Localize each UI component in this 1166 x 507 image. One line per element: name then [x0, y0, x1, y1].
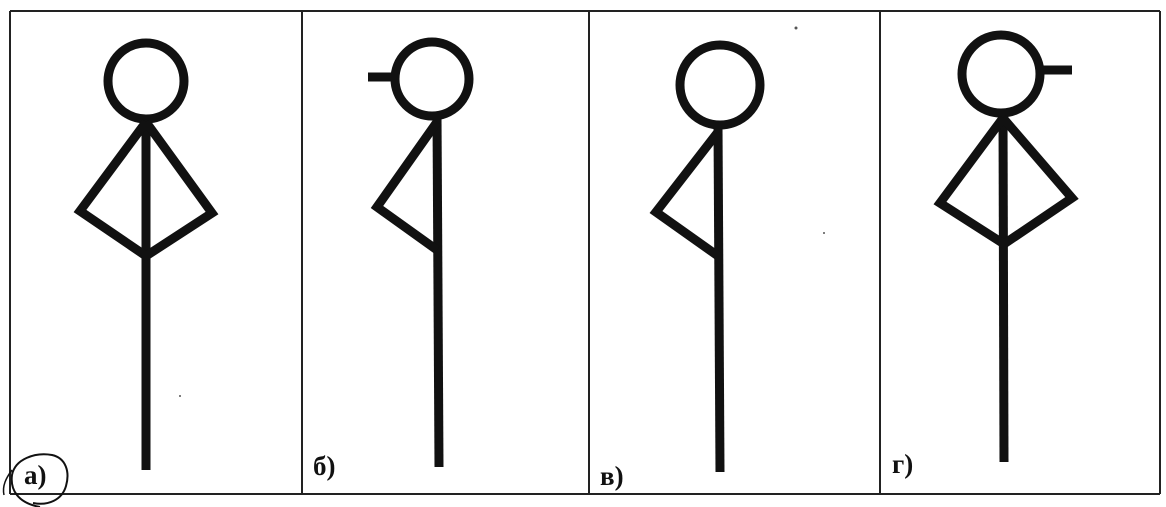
stick-figure-b	[368, 42, 469, 467]
scan-specks	[179, 27, 825, 398]
stick-figure-a	[80, 43, 212, 470]
body-c	[718, 126, 720, 472]
arm-c	[656, 132, 718, 256]
stick-figure-d	[940, 35, 1072, 462]
head-b	[395, 42, 469, 116]
head-c	[680, 45, 760, 125]
head-a	[108, 43, 184, 119]
stick-figure-c	[656, 45, 760, 472]
panel-label-c: в)	[600, 463, 624, 490]
arm-b	[377, 122, 437, 250]
panel-label-b: б)	[313, 453, 336, 480]
head-d	[962, 35, 1040, 113]
body-b	[437, 116, 439, 467]
panel-label-d: г)	[892, 451, 913, 478]
body-d	[1003, 113, 1004, 462]
panel-label-a: а)	[24, 462, 47, 489]
